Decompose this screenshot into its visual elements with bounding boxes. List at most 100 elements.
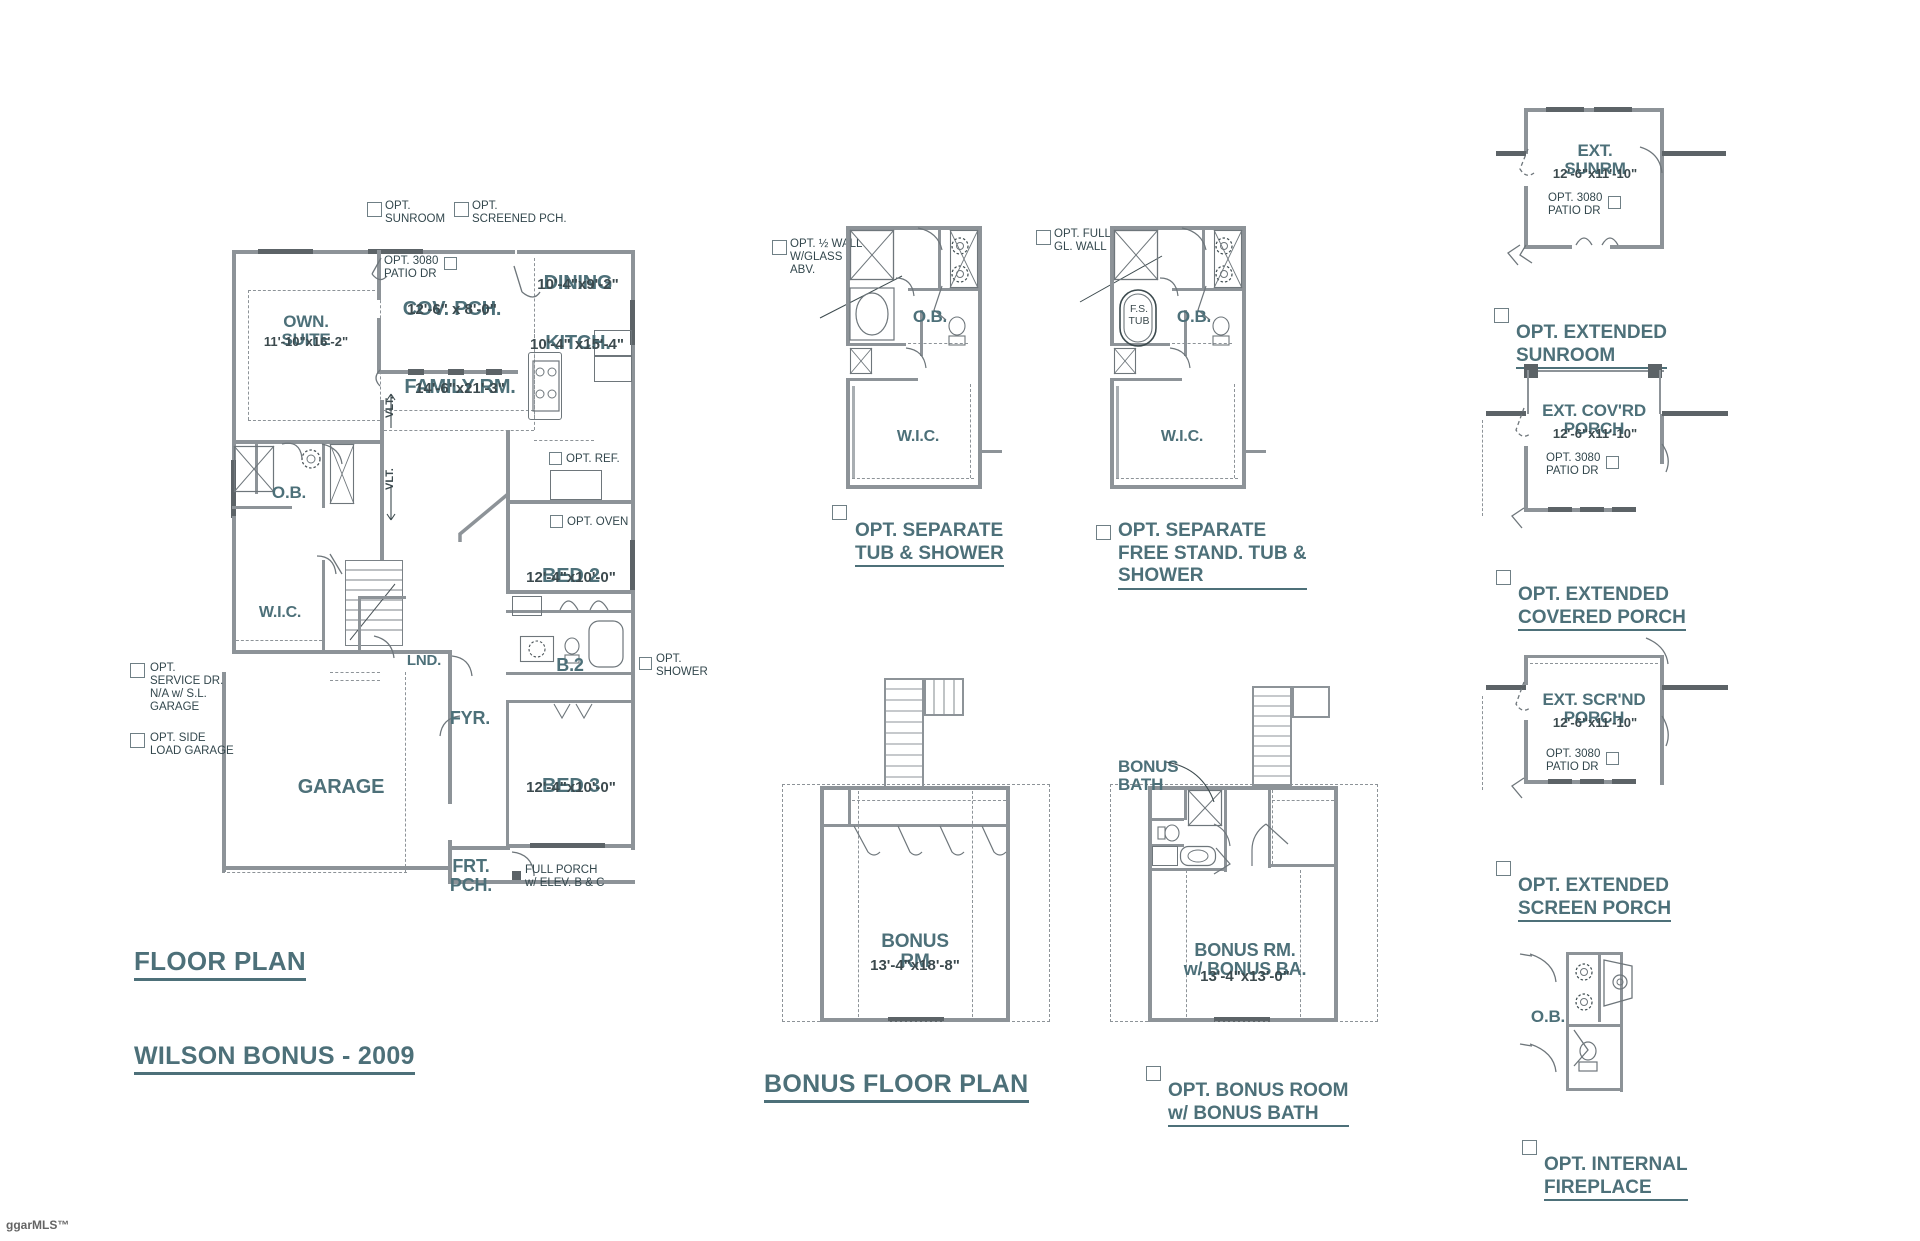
opt-ref-note: OPT. REF.	[566, 453, 620, 465]
opt-extended-covered-porch-checkbox[interactable]	[1496, 570, 1511, 585]
opt-oven-checkbox[interactable]	[550, 515, 563, 528]
plan-name-title: WILSON BONUS - 2009	[134, 1042, 415, 1075]
opt-separate-tub-shower-checkbox[interactable]	[832, 505, 847, 520]
ots-dash-wic-v	[970, 384, 971, 478]
scrnd-patio-checkbox[interactable]	[1606, 752, 1619, 765]
covrd-door-icons	[1511, 407, 1669, 529]
opt-shower-note: OPT. SHOWER	[656, 653, 708, 678]
bonus-wall-left	[820, 786, 824, 1022]
covrd-wall-left	[1524, 446, 1528, 512]
familyrm-dash-1	[384, 410, 534, 411]
ofst-wall-stub-right	[1242, 450, 1266, 453]
obb-wall-right	[1334, 786, 1338, 1022]
bonus-closet-dash	[852, 800, 1006, 801]
obb-knee-right	[1300, 870, 1301, 1022]
sink-icon-ob	[301, 449, 321, 469]
wall-ob-bottom	[232, 506, 292, 509]
ownsuite-tray-top	[248, 290, 380, 291]
wall-right-mid	[631, 430, 635, 490]
room-dim-kitch: 10'-4" x15'-4"	[530, 336, 624, 353]
room-label-kitch: KITCH.	[545, 332, 611, 354]
covpch-post-3	[486, 369, 502, 375]
obb-bath-div-1	[1148, 818, 1184, 821]
bonus-wall-right	[1006, 786, 1010, 1022]
opt-ref-checkbox[interactable]	[549, 452, 562, 465]
wall-top-right	[517, 250, 635, 254]
opt-bonus-bath-checkbox[interactable]	[1146, 1066, 1161, 1081]
ots-wall-wic-bottom	[846, 485, 982, 489]
sunrm-patio-note: OPT. 3080 PATIO DR	[1548, 192, 1603, 217]
window-right-2	[630, 540, 635, 590]
bonus-extent-bottom	[782, 1021, 1050, 1022]
opt-service-dr-note: OPT. SERVICE DR. N/A w/ S.L. GARAGE	[150, 662, 224, 713]
ofst-wall-right	[1242, 226, 1246, 356]
covrd-room-dim: 12'-6"x11'-10"	[1552, 426, 1638, 441]
scrnd-rail-3	[1612, 779, 1636, 784]
sunrm-wall-left	[1524, 108, 1528, 154]
scrnd-wall-left	[1524, 655, 1528, 685]
obb-bath-div-2	[1184, 786, 1187, 820]
obb-bath-div-3	[1148, 844, 1184, 847]
ownsuite-tray-right	[380, 290, 381, 420]
ofst-wall-mid-h	[1110, 343, 1170, 346]
bed3-closet-icon	[553, 703, 593, 720]
opt-shower-checkbox[interactable]	[639, 657, 652, 670]
obb-knee-left	[1186, 870, 1187, 1022]
frt-pch-marker	[512, 871, 521, 880]
scrnd-room-dim: 12'-6"x11'-10"	[1552, 715, 1638, 730]
wall-left-ownsuite	[232, 250, 236, 460]
opt-internal-fireplace-checkbox[interactable]	[1522, 1140, 1537, 1155]
opt-side-load-garage-checkbox[interactable]	[130, 733, 145, 748]
bonus-wall-closet-v	[848, 786, 851, 826]
ofst-dash-wic-v	[1234, 384, 1235, 478]
wall-garage-bottom	[222, 866, 452, 870]
opt-extended-sunroom-checkbox[interactable]	[1494, 308, 1509, 323]
wall-frontporch-top	[448, 846, 510, 850]
opt-screened-pch-checkbox[interactable]	[454, 202, 469, 217]
scrnd-wall-top	[1524, 655, 1664, 658]
half-wall-leader-line	[819, 275, 903, 319]
ofst-wall-wic-left	[1110, 378, 1114, 488]
wall-ob-mid	[255, 444, 258, 494]
ots-wall-left	[846, 226, 850, 346]
full-porch-note: FULL PORCH w/ ELEV. B & C	[525, 864, 605, 889]
bed2-door-arcs	[559, 600, 609, 611]
kitchen-island	[528, 352, 562, 420]
wall-fyr-left	[448, 654, 452, 804]
ots-linen-right-icon	[949, 229, 979, 289]
scrnd-dash-left	[1482, 696, 1483, 790]
ofst-room-label-ob: O.B.	[1176, 306, 1212, 326]
sunrm-window-top-1	[1546, 107, 1584, 112]
bonus-stairs-landing-treads-icon	[933, 678, 955, 716]
obb-closet-dash-v	[1272, 790, 1273, 864]
scrnd-door-icons	[1511, 637, 1669, 799]
opt-service-dr-checkbox[interactable]	[130, 663, 145, 678]
covrd-patio-checkbox[interactable]	[1606, 456, 1619, 469]
opt-half-wall-checkbox[interactable]	[772, 240, 787, 255]
scrnd-room-label: EXT. SCR'ND PORCH	[1542, 689, 1646, 727]
kitchen-dash-1	[534, 258, 535, 418]
ots-wall-mid-right	[920, 310, 923, 356]
fp-wall-vanity-div	[1598, 954, 1601, 1022]
door-arcs-group	[281, 257, 541, 876]
bonus-stairs-treads-icon	[884, 688, 924, 778]
opt-patio-dr-checkbox[interactable]	[444, 257, 457, 270]
obb-extent-top	[1110, 784, 1378, 785]
room-label-garage: GARAGE	[297, 776, 385, 798]
opt-sunroom-checkbox[interactable]	[367, 202, 382, 217]
sunrm-patio-checkbox[interactable]	[1608, 196, 1621, 209]
opt-extended-screen-porch-checkbox[interactable]	[1496, 861, 1511, 876]
vanity-icon-ob	[329, 443, 355, 505]
ofst-toilet-icon	[1212, 316, 1230, 346]
sunrm-stub-right-dark	[1662, 151, 1726, 156]
wall-bed3-left	[506, 700, 509, 846]
opt-internal-fireplace-caption: OPT. INTERNAL FIREPLACE	[1544, 1132, 1688, 1202]
bonus-window-bottom	[888, 1017, 944, 1022]
familyrm-dash-2	[384, 430, 534, 431]
wall-lnd-top	[358, 596, 406, 599]
ofst-vanity-sinks-icon	[1215, 237, 1233, 283]
opt-free-stand-tub-checkbox[interactable]	[1096, 525, 1111, 540]
opt-full-gl-wall-checkbox[interactable]	[1036, 230, 1051, 245]
window-bed3	[530, 843, 605, 848]
bed2-angled-wall	[458, 492, 510, 542]
